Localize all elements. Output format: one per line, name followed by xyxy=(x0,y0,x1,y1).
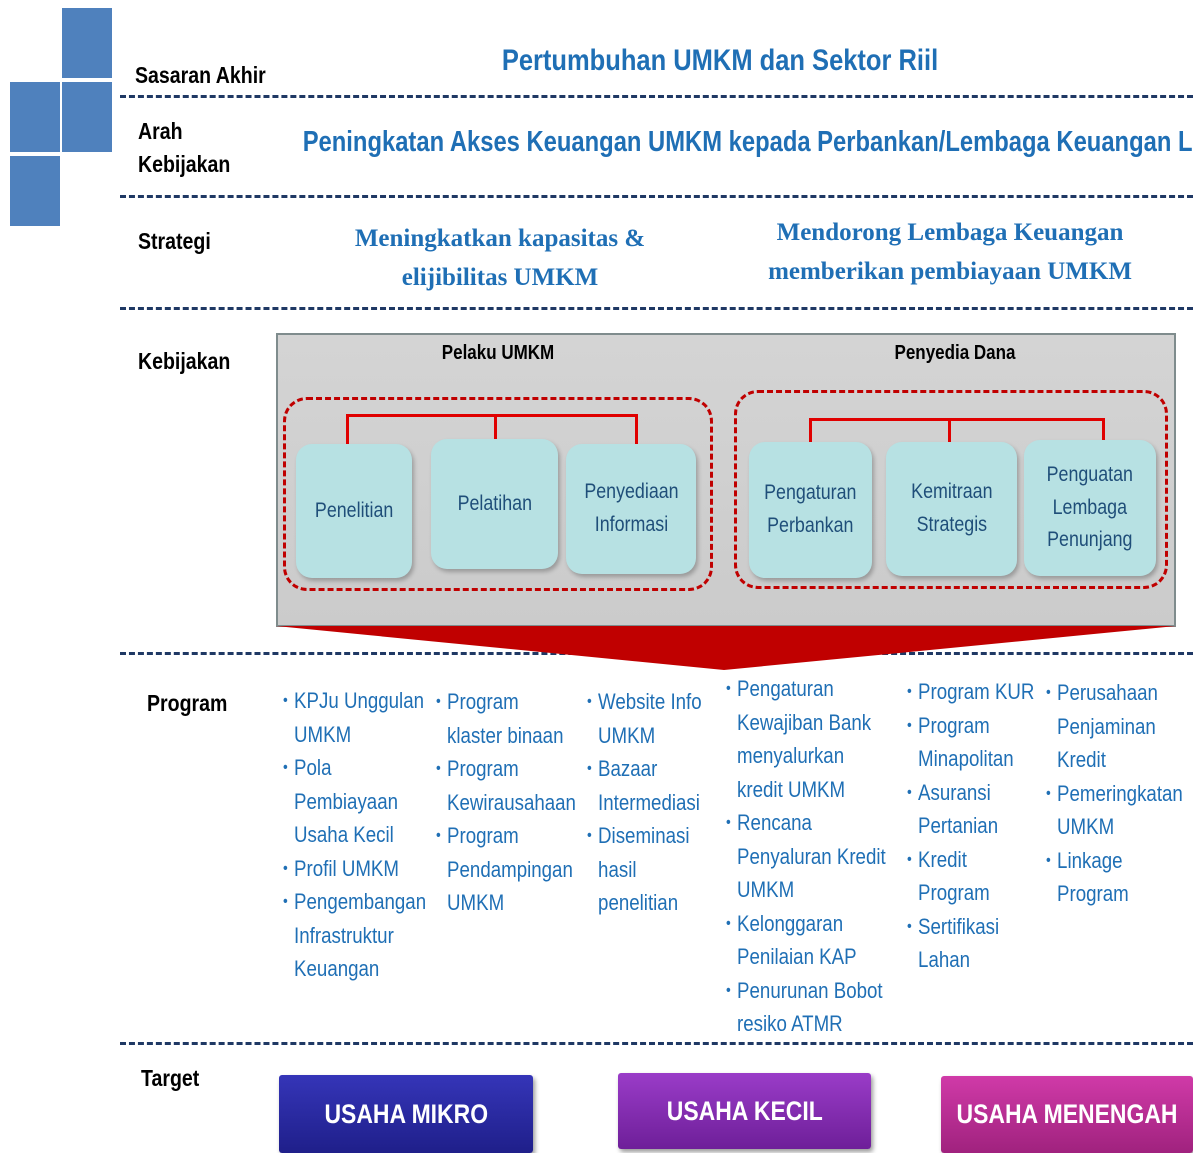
row-divider xyxy=(120,307,1193,310)
deco-square xyxy=(10,82,60,152)
program-item: Profil UMKM xyxy=(283,852,456,886)
row-label-arah-2: Kebijakan xyxy=(138,151,231,177)
panel-heading-pelaku: Pelaku UMKM xyxy=(441,342,555,364)
row-label-strategi: Strategi xyxy=(138,228,211,254)
connector-line xyxy=(346,414,349,444)
sasaran-text: Pertumbuhan UMKM dan Sektor Riil xyxy=(501,44,939,77)
connector-line xyxy=(494,414,497,439)
title-fragment xyxy=(830,0,1010,16)
target-usaha-kecil: USAHA KECIL xyxy=(618,1073,871,1149)
connector-line xyxy=(347,414,637,417)
group-pelaku-umkm xyxy=(283,397,713,591)
row-divider xyxy=(120,195,1193,198)
connector-line xyxy=(948,418,951,442)
program-item: Sertifikasi Lahan xyxy=(907,910,1080,977)
program-item: Kelonggaran Penilaian KAP xyxy=(726,907,899,974)
policy-box-penyediaan-informasi: Penyediaan Informasi xyxy=(566,444,696,574)
row-label-arah: Arah xyxy=(138,118,183,144)
funnel-arrow xyxy=(276,626,1176,670)
row-label-program: Program xyxy=(147,690,228,716)
row-label-kebijakan: Kebijakan xyxy=(138,348,231,374)
program-item: Rencana Penyaluran Kredit UMKM xyxy=(726,806,899,907)
program-item: Program klaster binaan xyxy=(436,685,609,752)
program-item: Pengaturan Kewajiban Bank menyalurkan kr… xyxy=(726,672,899,806)
panel-heading-penyedia: Penyedia Dana xyxy=(894,342,1016,364)
connector-line xyxy=(810,418,1105,421)
connector-line xyxy=(635,414,638,444)
target-usaha-menengah: USAHA MENENGAH xyxy=(941,1076,1193,1153)
group-penyedia-dana xyxy=(734,390,1168,589)
program-list-perbankan: Pengaturan Kewajiban Bank menyalurkan kr… xyxy=(726,672,929,1041)
program-item: Linkage Program xyxy=(1046,844,1193,911)
program-item: Perusahaan Penjaminan Kredit xyxy=(1046,676,1193,777)
program-list-lembaga: Perusahaan Penjaminan Kredit Pemeringkat… xyxy=(1046,676,1193,911)
row-label-sasaran: Sasaran Akhir xyxy=(135,62,266,88)
row-divider xyxy=(120,1042,1193,1045)
program-list-penelitian: KPJu Unggulan UMKM Pola Pembiayaan Usaha… xyxy=(283,684,486,986)
program-item: Program Minapolitan xyxy=(907,709,1080,776)
policy-box-pelatihan: Pelatihan xyxy=(431,439,558,569)
program-list-kemitraan: Program KUR Program Minapolitan Asuransi… xyxy=(907,675,1110,977)
policy-box-penguatan-lembaga: Penguatan Lembaga Penunjang xyxy=(1024,440,1156,576)
connector-line xyxy=(1102,418,1105,440)
connector-line xyxy=(809,418,812,442)
deco-square xyxy=(10,156,60,226)
deco-square xyxy=(62,82,112,152)
row-label-target: Target xyxy=(141,1065,200,1091)
program-list-pelatihan: Program klaster binaan Program Kewirausa… xyxy=(436,685,639,920)
program-item: Pemeringkatan UMKM xyxy=(1046,777,1193,844)
program-item: Program KUR xyxy=(907,675,1080,709)
program-item: Diseminasi hasil penelitian xyxy=(587,819,760,920)
target-usaha-mikro: USAHA MIKRO xyxy=(279,1075,533,1153)
policy-box-penelitian: Penelitian xyxy=(296,444,412,578)
strategi-left: Meningkatkan kapasitas & elijibilitas UM… xyxy=(354,225,646,291)
strategi-right: Mendorong Lembaga Keuangan memberikan pe… xyxy=(768,219,1132,285)
program-item: Kredit Program xyxy=(907,843,1080,910)
program-item: Website Info UMKM xyxy=(587,685,760,752)
row-divider xyxy=(120,95,1193,98)
program-item: Pola Pembiayaan Usaha Kecil xyxy=(283,751,456,852)
arah-text: Peningkatan Akses Keuangan UMKM kepada P… xyxy=(302,126,1193,158)
program-item: Program Kewirausahaan xyxy=(436,752,609,819)
program-item: Asuransi Pertanian xyxy=(907,776,1080,843)
deco-square xyxy=(62,8,112,78)
program-list-informasi: Website Info UMKM Bazaar Intermediasi Di… xyxy=(587,685,790,920)
program-item: Pengembangan Infrastruktur Keuangan xyxy=(283,885,456,986)
policy-box-kemitraan-strategis: Kemitraan Strategis xyxy=(886,442,1017,576)
policy-box-pengaturan-perbankan: Pengaturan Perbankan xyxy=(749,442,872,578)
program-item: KPJu Unggulan UMKM xyxy=(283,684,456,751)
program-item: Program Pendampingan UMKM xyxy=(436,819,609,920)
program-item: Penurunan Bobot resiko ATMR xyxy=(726,974,899,1041)
program-item: Bazaar Intermediasi xyxy=(587,752,760,819)
